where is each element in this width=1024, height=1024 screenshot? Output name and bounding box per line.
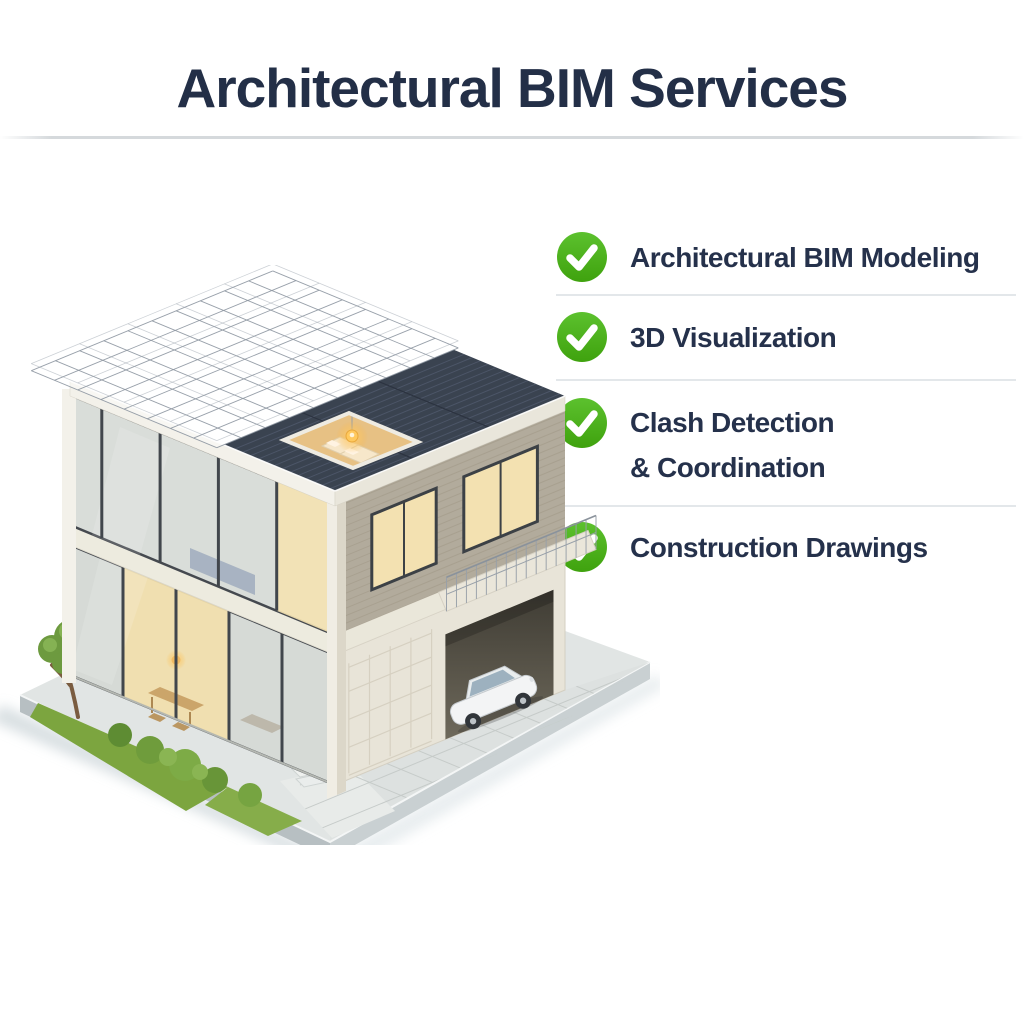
skylight-frame <box>278 410 424 471</box>
service-item-architectural-bim-modeling: Architectural BIM Modeling <box>556 231 980 283</box>
car <box>449 665 544 733</box>
page-title: Architectural BIM Services <box>176 57 849 119</box>
bed-silhouette <box>190 548 255 595</box>
dining-furniture <box>148 617 284 733</box>
title-divider <box>0 136 1024 139</box>
house-illustration <box>0 265 660 845</box>
balcony <box>437 514 597 612</box>
garden-bushes <box>108 723 262 807</box>
window-mullions <box>121 567 284 763</box>
glass-facade-upper <box>68 393 337 637</box>
brick-upper-wing <box>335 410 565 635</box>
service-label: 3D Visualization <box>630 321 837 353</box>
check-icon <box>557 232 607 282</box>
lit-interior-pane <box>276 480 335 635</box>
corner-trims <box>62 389 346 799</box>
list-divider <box>556 294 1016 296</box>
check-icon <box>557 312 607 362</box>
service-item-clash-detection-coordination: Clash Detection & Coordination <box>556 397 835 490</box>
check-icon <box>557 398 607 448</box>
upper-window <box>462 444 539 555</box>
window-mullions <box>100 408 279 611</box>
service-label: Architectural BIM Modeling <box>630 241 980 273</box>
garden-grass <box>30 703 302 836</box>
balcony-railing <box>446 514 597 612</box>
service-label: Construction Drawings <box>630 531 928 563</box>
glass-facade-ground <box>68 543 337 787</box>
list-divider <box>556 505 1016 507</box>
service-label: Clash Detection & Coordination <box>630 397 835 490</box>
service-item-3d-visualization: 3D Visualization <box>556 311 837 363</box>
list-divider <box>556 379 1016 381</box>
upper-window <box>370 485 438 593</box>
roof-fascia <box>69 380 566 507</box>
roof-wireframe-bim-grid <box>31 265 459 449</box>
service-label-line1: Clash Detection <box>630 407 835 438</box>
service-label-line2: & Coordination <box>630 452 826 483</box>
cutaway-bedroom <box>278 410 424 471</box>
garage-door-panel <box>348 629 433 776</box>
